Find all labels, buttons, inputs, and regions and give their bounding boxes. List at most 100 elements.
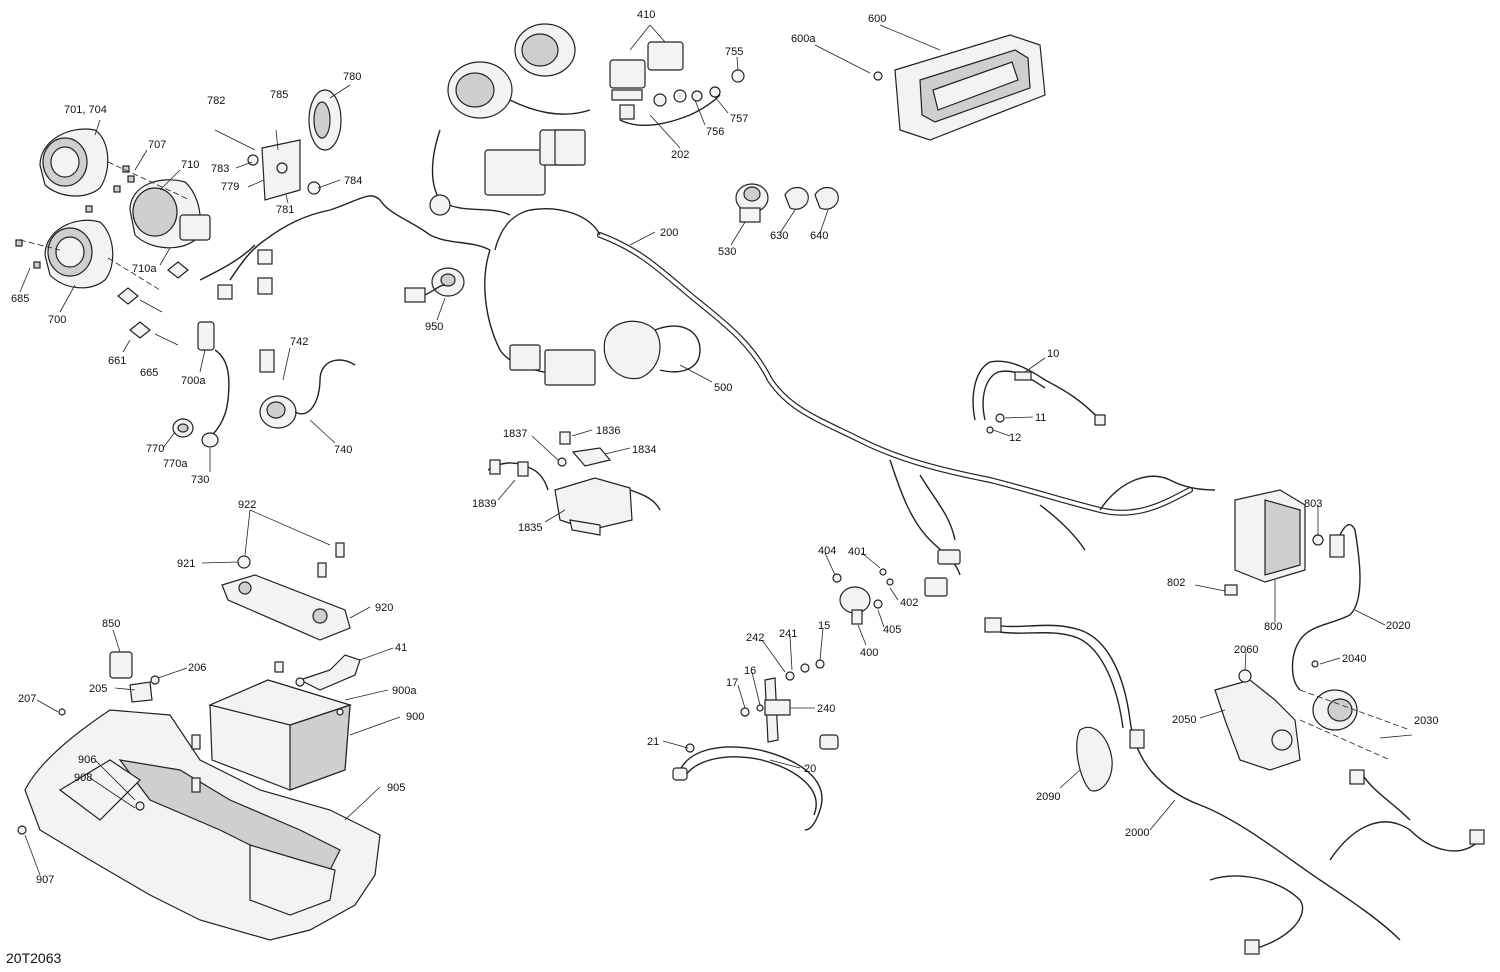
callout-700: 700 [48,314,66,326]
callout-920: 920 [375,602,393,614]
fasteners-661 [117,261,189,346]
bracket-2050 [1214,669,1301,771]
callout-405: 405 [883,624,901,636]
bulb-770 [172,418,194,438]
callout-240: 240 [817,703,835,715]
callout-2020: 2020 [1386,620,1410,632]
callout-206: 206 [188,662,206,674]
switch-640 [814,186,839,210]
callout-710: 710 [181,159,199,171]
callout-10: 10 [1047,348,1059,360]
callout-41: 41 [395,642,407,654]
callout-783: 783 [211,163,229,175]
leader-lines [19,24,1386,876]
callout-2060: 2060 [1234,644,1258,656]
connector-1839 [487,459,549,491]
callout-500: 500 [714,382,732,394]
callout-755: 755 [725,46,743,58]
callout-685: 685 [11,293,29,305]
switch-630 [784,186,809,210]
callout-710a: 710a [132,263,157,275]
callout-922: 922 [238,499,256,511]
bulb-700a [197,321,215,351]
callout-410: 410 [637,9,655,21]
callout-205: 205 [89,683,107,695]
callout-404: 404 [818,545,836,557]
cable-10 [972,360,1106,434]
callout-784: 784 [344,175,362,187]
callout-15: 15 [818,620,830,632]
callout-242: 242 [746,632,764,644]
callout-781: 781 [276,204,294,216]
callout-241: 241 [779,628,797,640]
callout-800: 800 [1264,621,1282,633]
headlight-701 [39,128,109,197]
callout-700a: 700a [181,375,206,387]
callout-1834: 1834 [632,444,656,456]
callout-701-704: 701, 704 [64,104,107,116]
callout-907: 907 [36,874,54,886]
callout-1836: 1836 [596,425,620,437]
module-500 [509,320,701,386]
solenoid-400 [832,549,961,625]
boot-2090 [1076,726,1113,792]
callout-661: 661 [108,355,126,367]
callout-600: 600 [868,13,886,25]
callout-780: 780 [343,71,361,83]
callout-803: 803 [1304,498,1322,510]
callout-782: 782 [207,95,225,107]
headlight-700 [44,219,114,289]
switch-530 [735,183,769,223]
callout-779: 779 [221,181,239,193]
callout-785: 785 [270,89,288,101]
callout-2090: 2090 [1036,791,1060,803]
module-1835 [554,477,661,536]
callout-908: 908 [74,772,92,784]
callout-12: 12 [1009,432,1021,444]
ignition-switch-950 [404,267,465,303]
harness-2000 [984,617,1485,955]
callout-1835: 1835 [518,522,542,534]
callout-770: 770 [146,443,164,455]
callout-770a: 770a [163,458,188,470]
callout-630: 630 [770,230,788,242]
callout-2040: 2040 [1342,653,1366,665]
horn-2030 [1299,660,1413,761]
fog-light-740 [259,349,356,429]
callout-17: 17 [726,677,738,689]
callout-1839: 1839 [472,498,496,510]
gauge-cluster-600 [873,34,1046,141]
callout-400: 400 [860,647,878,659]
callout-802: 802 [1167,577,1185,589]
callout-200: 200 [660,227,678,239]
callout-16: 16 [744,665,756,677]
callout-906: 906 [78,754,96,766]
callout-905: 905 [387,782,405,794]
callout-740: 740 [334,444,352,456]
callout-640: 640 [810,230,828,242]
callout-950: 950 [425,321,443,333]
callout-600a: 600a [791,33,816,45]
cable-20 [672,734,839,831]
bracket-920 [221,542,351,641]
callout-labels: 410 600 600a 755 757 756 202 780 785 782… [11,9,1438,886]
fuse-assembly-202 [619,69,745,127]
callout-921: 921 [177,558,195,570]
callout-20: 20 [804,763,816,775]
callout-2050: 2050 [1172,714,1196,726]
battery-900 [208,679,352,791]
callout-900: 900 [406,711,424,723]
fuse-850 [109,651,160,703]
callout-742: 742 [290,336,308,348]
callout-665: 665 [140,367,158,379]
relay-410 [609,41,684,101]
cable-41 [274,654,361,691]
callout-1837: 1837 [503,428,527,440]
callout-11: 11 [1035,412,1046,424]
bracket-779 [261,139,301,201]
callout-707: 707 [148,139,166,151]
battery-tray-905 [17,708,381,941]
callout-530: 530 [718,246,736,258]
callout-202: 202 [671,149,689,161]
